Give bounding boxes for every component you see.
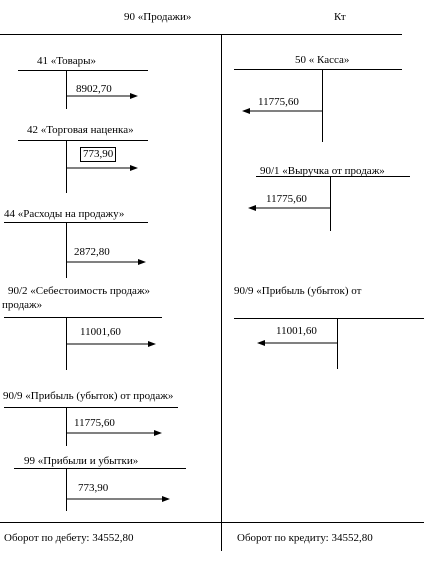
- debit-account-99-top: [14, 468, 186, 469]
- debit-account-90-2-amount: 11001,60: [80, 326, 121, 338]
- debit-account-99-stem: [66, 469, 67, 511]
- credit-account-90-9-arrow: [257, 340, 337, 346]
- debit-account-42-arrow: [66, 165, 138, 171]
- debit-account-44-arrow: [66, 259, 146, 265]
- debit-account-99-label: 99 «Прибыли и убытки»: [24, 455, 139, 467]
- debit-account-90-2-label: 90/2 «Себестоимость продаж»: [8, 285, 151, 297]
- debit-account-41-amount: 8902,70: [76, 83, 112, 95]
- debit-account-44-amount: 2872,80: [74, 246, 110, 258]
- credit-account-50-label: 50 « Касса»: [295, 54, 350, 66]
- debit-account-42-top: [18, 140, 148, 141]
- debit-account-44-label: 44 «Расходы на продажу»: [4, 208, 125, 220]
- debit-account-90-9-label: 90/9 «Прибыль (убыток) от продаж»: [3, 390, 174, 402]
- credit-account-90-1-stem: [330, 177, 331, 231]
- debit-account-44-top: [4, 222, 148, 223]
- debit-account-90-9-top: [4, 407, 178, 408]
- credit-account-50-top: [234, 69, 402, 70]
- debit-account-90-2-label-cont: продаж»: [2, 299, 43, 311]
- debit-turnover-total: Оборот по дебету: 34552,80: [4, 532, 134, 544]
- credit-account-90-9-label: 90/9 «Прибыль (убыток) от: [234, 285, 362, 297]
- credit-account-50-stem: [322, 70, 323, 142]
- main-account-divider: [221, 35, 222, 551]
- debit-account-42-stem: [66, 141, 67, 193]
- credit-turnover-total: Оборот по кредиту: 34552,80: [237, 532, 373, 544]
- credit-account-50-amount: 11775,60: [258, 96, 299, 108]
- debit-account-41-label: 41 «Товары»: [37, 55, 96, 67]
- debit-account-99-amount: 773,90: [78, 482, 109, 494]
- debit-account-99-arrow: [66, 496, 170, 502]
- debit-side-title: 90 «Продажи»: [124, 11, 192, 23]
- turnover-separator-line: [0, 522, 424, 523]
- debit-account-90-9-arrow: [66, 430, 162, 436]
- credit-account-90-1-amount: 11775,60: [266, 193, 307, 205]
- credit-account-90-9-amount: 11001,60: [276, 325, 317, 337]
- debit-account-41-stem: [66, 71, 67, 109]
- credit-account-90-1-top: [256, 176, 410, 177]
- debit-account-42-amount: 773,90: [80, 147, 117, 162]
- credit-account-90-9-top: [234, 318, 424, 319]
- main-account-top-line: [0, 34, 402, 35]
- debit-account-42-label: 42 «Торговая наценка»: [27, 124, 134, 136]
- debit-account-90-9-amount: 11775,60: [74, 417, 115, 429]
- credit-account-50-arrow: [242, 108, 322, 114]
- credit-account-90-1-label: 90/1 «Выручка от продаж»: [260, 165, 385, 177]
- debit-account-90-2-top: [4, 317, 162, 318]
- debit-account-41-arrow: [66, 93, 138, 99]
- debit-account-41-top: [18, 70, 148, 71]
- debit-account-90-9-stem: [66, 408, 67, 446]
- credit-account-90-1-arrow: [248, 205, 330, 211]
- debit-account-90-2-arrow: [66, 341, 156, 347]
- credit-account-90-9-stem: [337, 319, 338, 369]
- credit-side-title: Кт: [334, 11, 346, 23]
- debit-account-44-stem: [66, 223, 67, 278]
